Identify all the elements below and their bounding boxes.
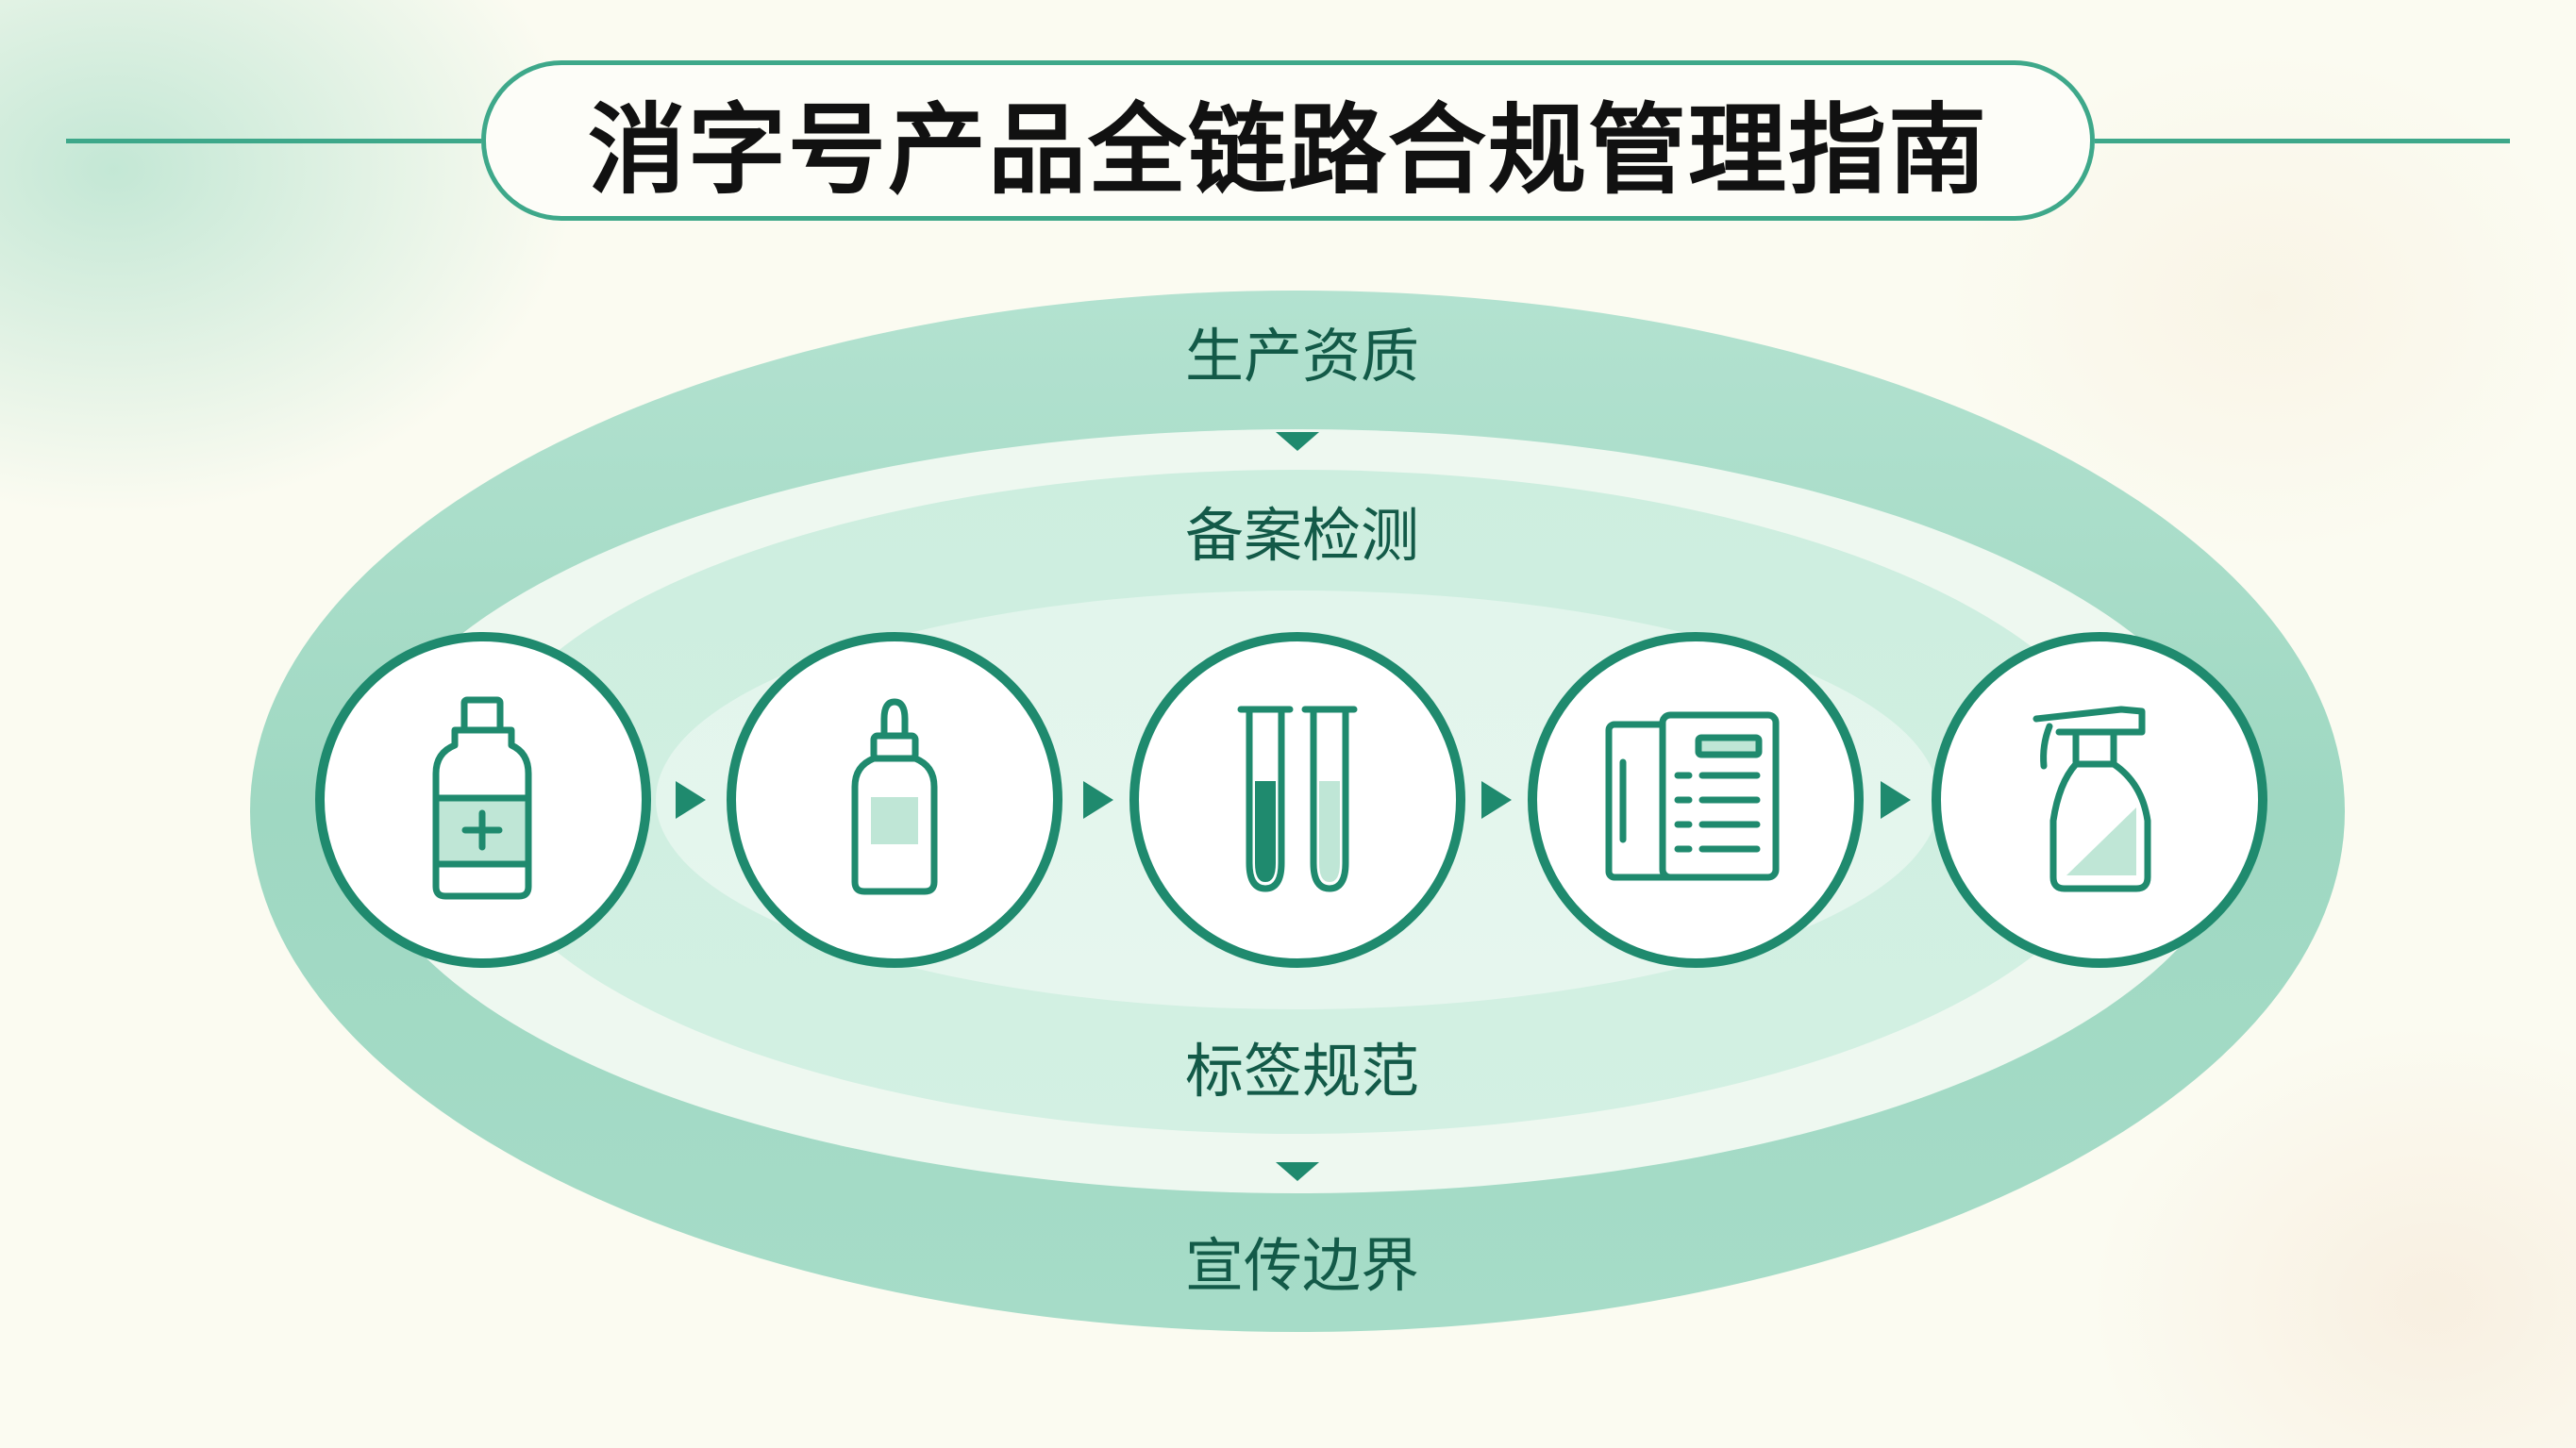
title-decor-line-left: [66, 139, 481, 143]
step-circle-5: [1932, 632, 2267, 968]
right-arrow-icon: [1083, 781, 1113, 819]
down-arrow-icon: [1276, 432, 1319, 451]
medicine-bottle-icon: [432, 696, 532, 900]
ring-label-labeling: 标签规范: [1184, 1037, 1419, 1106]
right-arrow-icon: [1881, 781, 1911, 819]
title-banner: 消字号产品全链路合规管理指南: [481, 60, 2095, 221]
ring-label-production: 生产资质: [1184, 322, 1419, 391]
documents-icon: [1605, 711, 1780, 881]
ring-label-filing: 备案检测: [1184, 501, 1419, 570]
spray-bottle-icon: [2032, 706, 2151, 892]
down-arrow-icon: [1276, 1162, 1319, 1181]
title-decor-line-right: [2095, 139, 2510, 143]
ring-label-promotion: 宣传边界: [1184, 1231, 1419, 1300]
dropper-bottle-icon: [851, 698, 938, 895]
right-arrow-icon: [676, 781, 706, 819]
step-circle-3: [1129, 632, 1465, 968]
test-tubes-icon: [1237, 706, 1358, 892]
right-arrow-icon: [1481, 781, 1512, 819]
page-title: 消字号产品全链路合规管理指南: [587, 92, 1988, 208]
